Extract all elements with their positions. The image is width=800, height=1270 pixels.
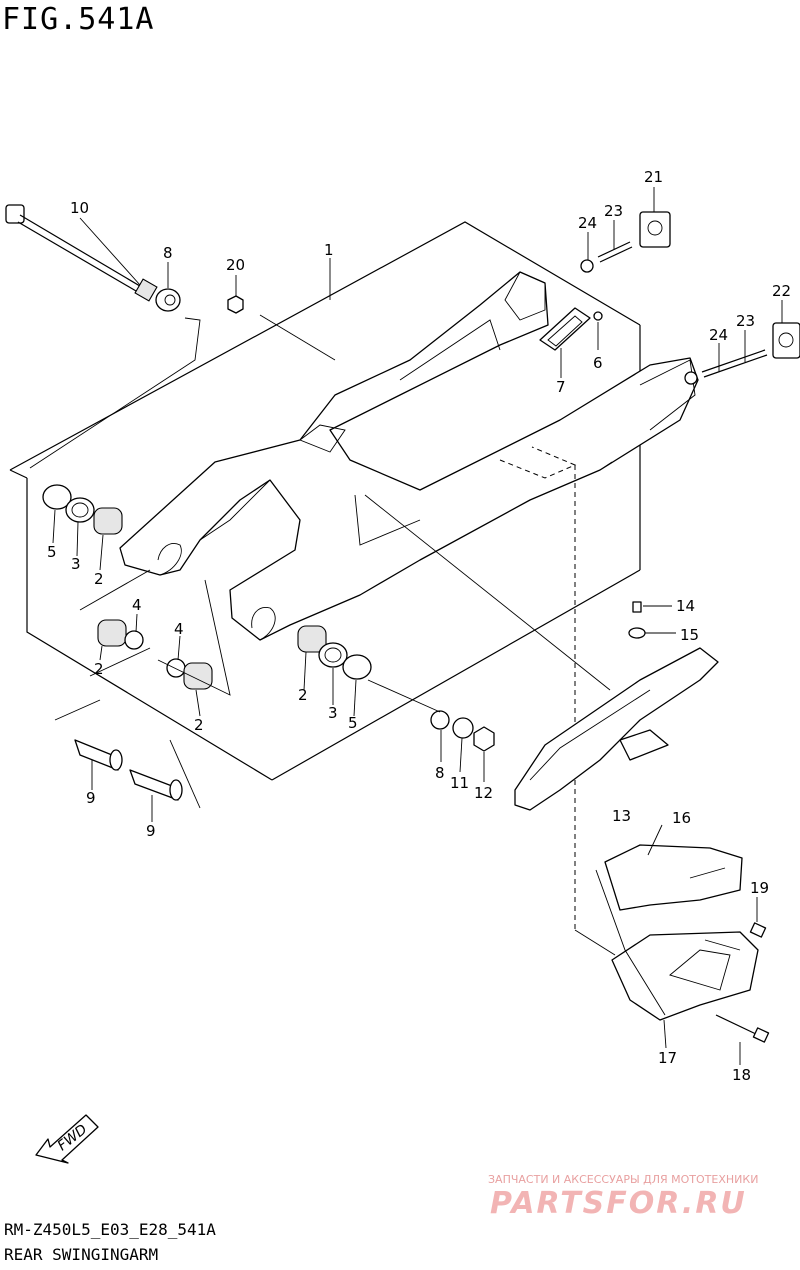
callout-4b: 4	[174, 620, 184, 638]
callout-5b: 5	[348, 714, 358, 732]
callout-5: 5	[47, 543, 57, 561]
callout-23: 23	[604, 202, 623, 220]
bearing-set-right[interactable]	[297, 625, 372, 680]
swingarm[interactable]	[119, 271, 699, 930]
callout-24b: 24	[709, 326, 728, 344]
callout-6: 6	[593, 354, 603, 372]
assembly-outline	[9, 221, 641, 781]
callout-2: 2	[94, 570, 104, 588]
callout-2b: 2	[94, 660, 104, 678]
callout-7: 7	[556, 378, 566, 396]
callout-3: 3	[71, 555, 81, 573]
chain-adjuster-right[interactable]	[684, 322, 800, 385]
callout-2d: 2	[298, 686, 308, 704]
watermark-brand: PARTSFOR.RU	[490, 1186, 747, 1221]
callout-10: 10	[70, 199, 89, 217]
section-name: REAR SWINGINGARM	[4, 1245, 159, 1264]
callout-labels: 10 8 20 1 21 23 24 22 23 24 6 7 5 3 2 4 …	[47, 168, 791, 1084]
callout-3b: 3	[328, 704, 338, 722]
callout-4: 4	[132, 596, 142, 614]
nut-20[interactable]	[227, 295, 244, 314]
callout-8b: 8	[435, 764, 445, 782]
collars[interactable]	[74, 739, 183, 801]
callout-14: 14	[676, 597, 695, 615]
washer-top[interactable]	[155, 288, 181, 312]
callout-20: 20	[226, 256, 245, 274]
callout-13: 13	[612, 807, 631, 825]
callout-21: 21	[644, 168, 663, 186]
callout-1: 1	[324, 241, 334, 259]
callout-23b: 23	[736, 312, 755, 330]
chain-adjuster-left[interactable]	[580, 211, 671, 273]
callout-9: 9	[86, 789, 96, 807]
callout-11: 11	[450, 774, 469, 792]
chain-guide-lower[interactable]	[611, 931, 759, 1021]
callout-15: 15	[680, 626, 699, 644]
pivot-axle-bolt[interactable]	[5, 204, 158, 302]
guide-bolts[interactable]	[715, 922, 770, 1043]
chain-guard-plate[interactable]	[539, 307, 603, 351]
slider-screw[interactable]	[628, 601, 646, 639]
callout-16: 16	[672, 809, 691, 827]
chain-guide-upper[interactable]	[604, 844, 743, 911]
bearing-set-lower-left[interactable]	[97, 619, 213, 690]
callout-8: 8	[163, 244, 173, 262]
callout-22: 22	[772, 282, 791, 300]
watermark-tagline: ЗАПЧАСТИ И АКСЕССУАРЫ ДЛЯ МОТОТЕХНИКИ	[488, 1173, 759, 1186]
forward-arrow-icon: FWD	[35, 1114, 99, 1164]
model-code: RM-Z450L5_E03_E28_541A	[4, 1220, 216, 1239]
figure-title: FIG.541A	[2, 2, 155, 37]
callout-19: 19	[750, 879, 769, 897]
callout-24: 24	[578, 214, 597, 232]
callout-12: 12	[474, 784, 493, 802]
bearing-set-left[interactable]	[42, 484, 123, 535]
callout-2c: 2	[194, 716, 204, 734]
callout-17: 17	[658, 1049, 677, 1067]
chain-slider[interactable]	[514, 647, 719, 811]
callout-18: 18	[732, 1066, 751, 1084]
axle-nut-set[interactable]	[430, 710, 495, 752]
callout-9b: 9	[146, 822, 156, 840]
leader-lines	[29, 187, 783, 1065]
